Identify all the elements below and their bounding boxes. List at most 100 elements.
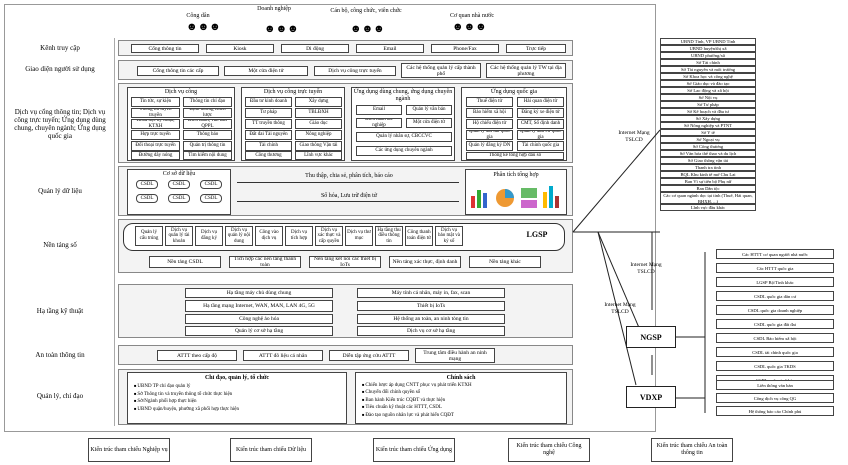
service-item: Thông tin chỉ đạo (183, 97, 232, 107)
flow-arrow (237, 201, 459, 202)
agency-item: Sở Nội vụ (660, 94, 756, 101)
actor-label: Cán bộ, công chức, viên chức (330, 8, 402, 14)
service-item: Khoa học kỹ thuật, KTXH (131, 119, 180, 129)
platform-item: Dịch vụ bảo mật và ký số (435, 226, 463, 246)
agency-item: Sở Y tế (660, 129, 756, 136)
service-item: Đường dây nóng (131, 151, 180, 160)
database-icon: CSDL (200, 194, 222, 203)
agency-item: Sở Tài nguyên và môi trường (660, 66, 756, 73)
service-item: Định hướng chiến lược (183, 108, 232, 118)
agency-item: Sở Công thương (660, 143, 756, 150)
infra-item: Hệ thống an toàn, an ninh tòng tin (357, 314, 505, 324)
agency-item: UBND phường/xã (660, 52, 756, 59)
platform-item: Hạ tầng thu điều thông tin (375, 226, 403, 246)
security-item: Diễn tập ứng cứu ATTT (329, 350, 409, 361)
infra-item: Hạ tầng máy chủ dùng chung (185, 288, 333, 298)
flow-arrow (237, 182, 459, 183)
service-item: Giáo dục (295, 119, 342, 129)
flow-label: Thu thập, chia sẻ, phân tích, báo cáo (305, 173, 393, 179)
platform-item: Dịch vụ đăng ký (195, 226, 223, 246)
platform-sub: Nền tảng xác thực, định danh (389, 256, 461, 268)
agency-item: Lĩnh vực đầu khác (660, 204, 756, 211)
layer-label-quanly: Quản lý, chỉ đạo (36, 392, 84, 400)
infra-item: Máy tính cá nhân, máy in, fax, scan (357, 288, 505, 298)
shared-app-group: Ứng dụng dùng chung, ứng dụng chuyên ngà… (351, 87, 455, 161)
agency-item: Sở Kế hoạch và đầu tư (660, 108, 756, 115)
interface-portal: Cổng thông tin các cấp (137, 66, 219, 76)
database-icon: CSDL (168, 194, 190, 203)
database-group: Cơ sở dữ liệu CSDL CSDL CSDL CSDL CSDL C… (127, 169, 231, 215)
policy-box: Chính sách Chiến lược áp dụng CNTT phục … (355, 372, 567, 424)
service-item: TT truyền thông (245, 119, 292, 129)
service-item: TBLĐXH (295, 108, 342, 118)
service-item: Đối thoại trực tuyến (131, 141, 180, 151)
management-band: Chỉ đạo, quản lý, tổ chức UBND TP chỉ đạ… (118, 369, 573, 425)
group-title: Chính sách (446, 375, 476, 381)
interface-one-stop: Một cửa điện tử (224, 66, 308, 76)
label-column-divider (114, 38, 115, 426)
data-band: Cơ sở dữ liệu CSDL CSDL CSDL CSDL CSDL C… (118, 166, 573, 216)
agency-item: UBND huyện/thị xã (660, 45, 756, 52)
platform-band: Quản lý cấu trúng Dịch vụ quản lý tài kh… (118, 219, 573, 273)
security-item: ATTT theo cấp độ (157, 350, 237, 361)
layer-label-dulieu: Quản lý dữ liệu (38, 187, 82, 195)
ngsp-item: CSDL quốc gia dân cư (716, 291, 834, 301)
ngsp-label: NGSP (640, 332, 662, 342)
ngsp-item: Các HTTT quốc gia (716, 263, 834, 273)
layer-label-antoan: An toàn thông tin (35, 351, 85, 359)
analysis-group: Phân tích tổng hợp (465, 169, 567, 215)
internet-label: Internet Mạng TSLCD (630, 262, 662, 275)
security-band: ATTT theo cấp độ ATTT đô liệu cá nhân Di… (118, 345, 573, 365)
platform-sub: Nền tảng CSDL (149, 256, 221, 268)
flow-label: Số hóa, Lưu trữ điện tử (320, 193, 378, 199)
list-item: Sở/Ngành phối hợp thực hiện (134, 398, 344, 406)
agency-item: Các cơ quan ngành dọc tại tỉnh (Thuế, Hả… (660, 192, 756, 204)
service-item: Lĩnh vực khác (295, 151, 342, 160)
group-title: Phân tích tổng hợp (493, 172, 539, 178)
internet-label: Internet Mạng TSLCD (604, 302, 636, 315)
database-icon: CSDL (136, 180, 158, 189)
ngsp-item: CSDL quốc gia đất đai (716, 319, 834, 329)
online-service-group: Dịch vụ công trực tuyến Đầu tư kinh doan… (241, 87, 345, 161)
channel-email: Email (356, 44, 424, 53)
app-item: Bảo hiểm xã hội (466, 108, 513, 118)
service-item: Hợp trực tuyến (131, 130, 180, 140)
leadership-box: Chỉ đạo, quản lý, tổ chức UBND TP chỉ đạ… (127, 372, 347, 424)
service-item: Tìm kiếm nội dung (183, 151, 232, 160)
agency-item: Sở Văn hóa thể thao và du lịch (660, 150, 756, 157)
layer-label-nentang: Nền tảng số (43, 241, 77, 249)
platform-sub: Nền tảng khác (469, 256, 541, 268)
people-icon: ☻☻☻ (452, 21, 487, 33)
list-item: UBND TP chỉ đạo quản lý (134, 383, 344, 391)
footer-ref-technology: Kiến trúc tham chiếu Công nghệ (508, 438, 590, 462)
interface-band: Cổng thông tin các cấp Một cửa điện tử D… (118, 60, 573, 80)
database-icon: CSDL (168, 180, 190, 189)
ngsp-item: CSDL quốc gia doanh nghiệp (716, 305, 834, 315)
footer-ref-data: Kiến trúc tham chiếu Dữ liệu (230, 438, 312, 462)
list-item: Sở Thông tin và truyền thông tổ chức thự… (134, 391, 344, 399)
platform-item: Dịch vụ thư mục (345, 226, 373, 246)
ngsp-item: CSDL quốc gia TKDS (716, 361, 834, 371)
infra-item: Quản lý cơ sở hạ tầng (185, 326, 333, 336)
service-item: Tài chính (245, 141, 292, 151)
database-icon: CSDL (200, 180, 222, 189)
agency-item: Ban Vì sự tiến bộ Phụ nữ (660, 178, 756, 185)
vdxp-item: Công dịch vụ công QG (716, 393, 834, 403)
list-item: Chuyển đổi chính quyền số (362, 389, 566, 396)
people-icon: ☻☻☻ (350, 23, 385, 35)
ngsp-item: CSDL tài chính quốc gia (716, 347, 834, 357)
internet-label: Internet Mạng TSLCD (618, 130, 650, 143)
channel-mobile: Di động (281, 44, 349, 53)
security-item: ATTT đô liệu cá nhân (243, 350, 323, 361)
group-title: Ứng dụng dùng chung, ứng dụng chuyên ngà… (353, 89, 453, 102)
infra-item: Công nghệ ảo hóa (185, 314, 333, 324)
agency-item: Sở Tư pháp (660, 101, 756, 108)
agency-item: Sở Nông nghiệp và PTNT (660, 122, 756, 129)
group-title: Chỉ đạo, quản lý, tổ chức (204, 375, 270, 381)
service-item: Nông nghiệp (295, 130, 342, 140)
platform-sub: Nền tảng kết nối các thiết bị IoTs (309, 256, 381, 268)
app-item: Tài chính quốc gia (517, 141, 564, 151)
lgsp-label: LGSP (526, 230, 548, 239)
list-item: UBND quận/huyện, phường xã phối hợp thực… (134, 406, 344, 414)
platform-item: Công vào dịch vụ (255, 226, 283, 246)
